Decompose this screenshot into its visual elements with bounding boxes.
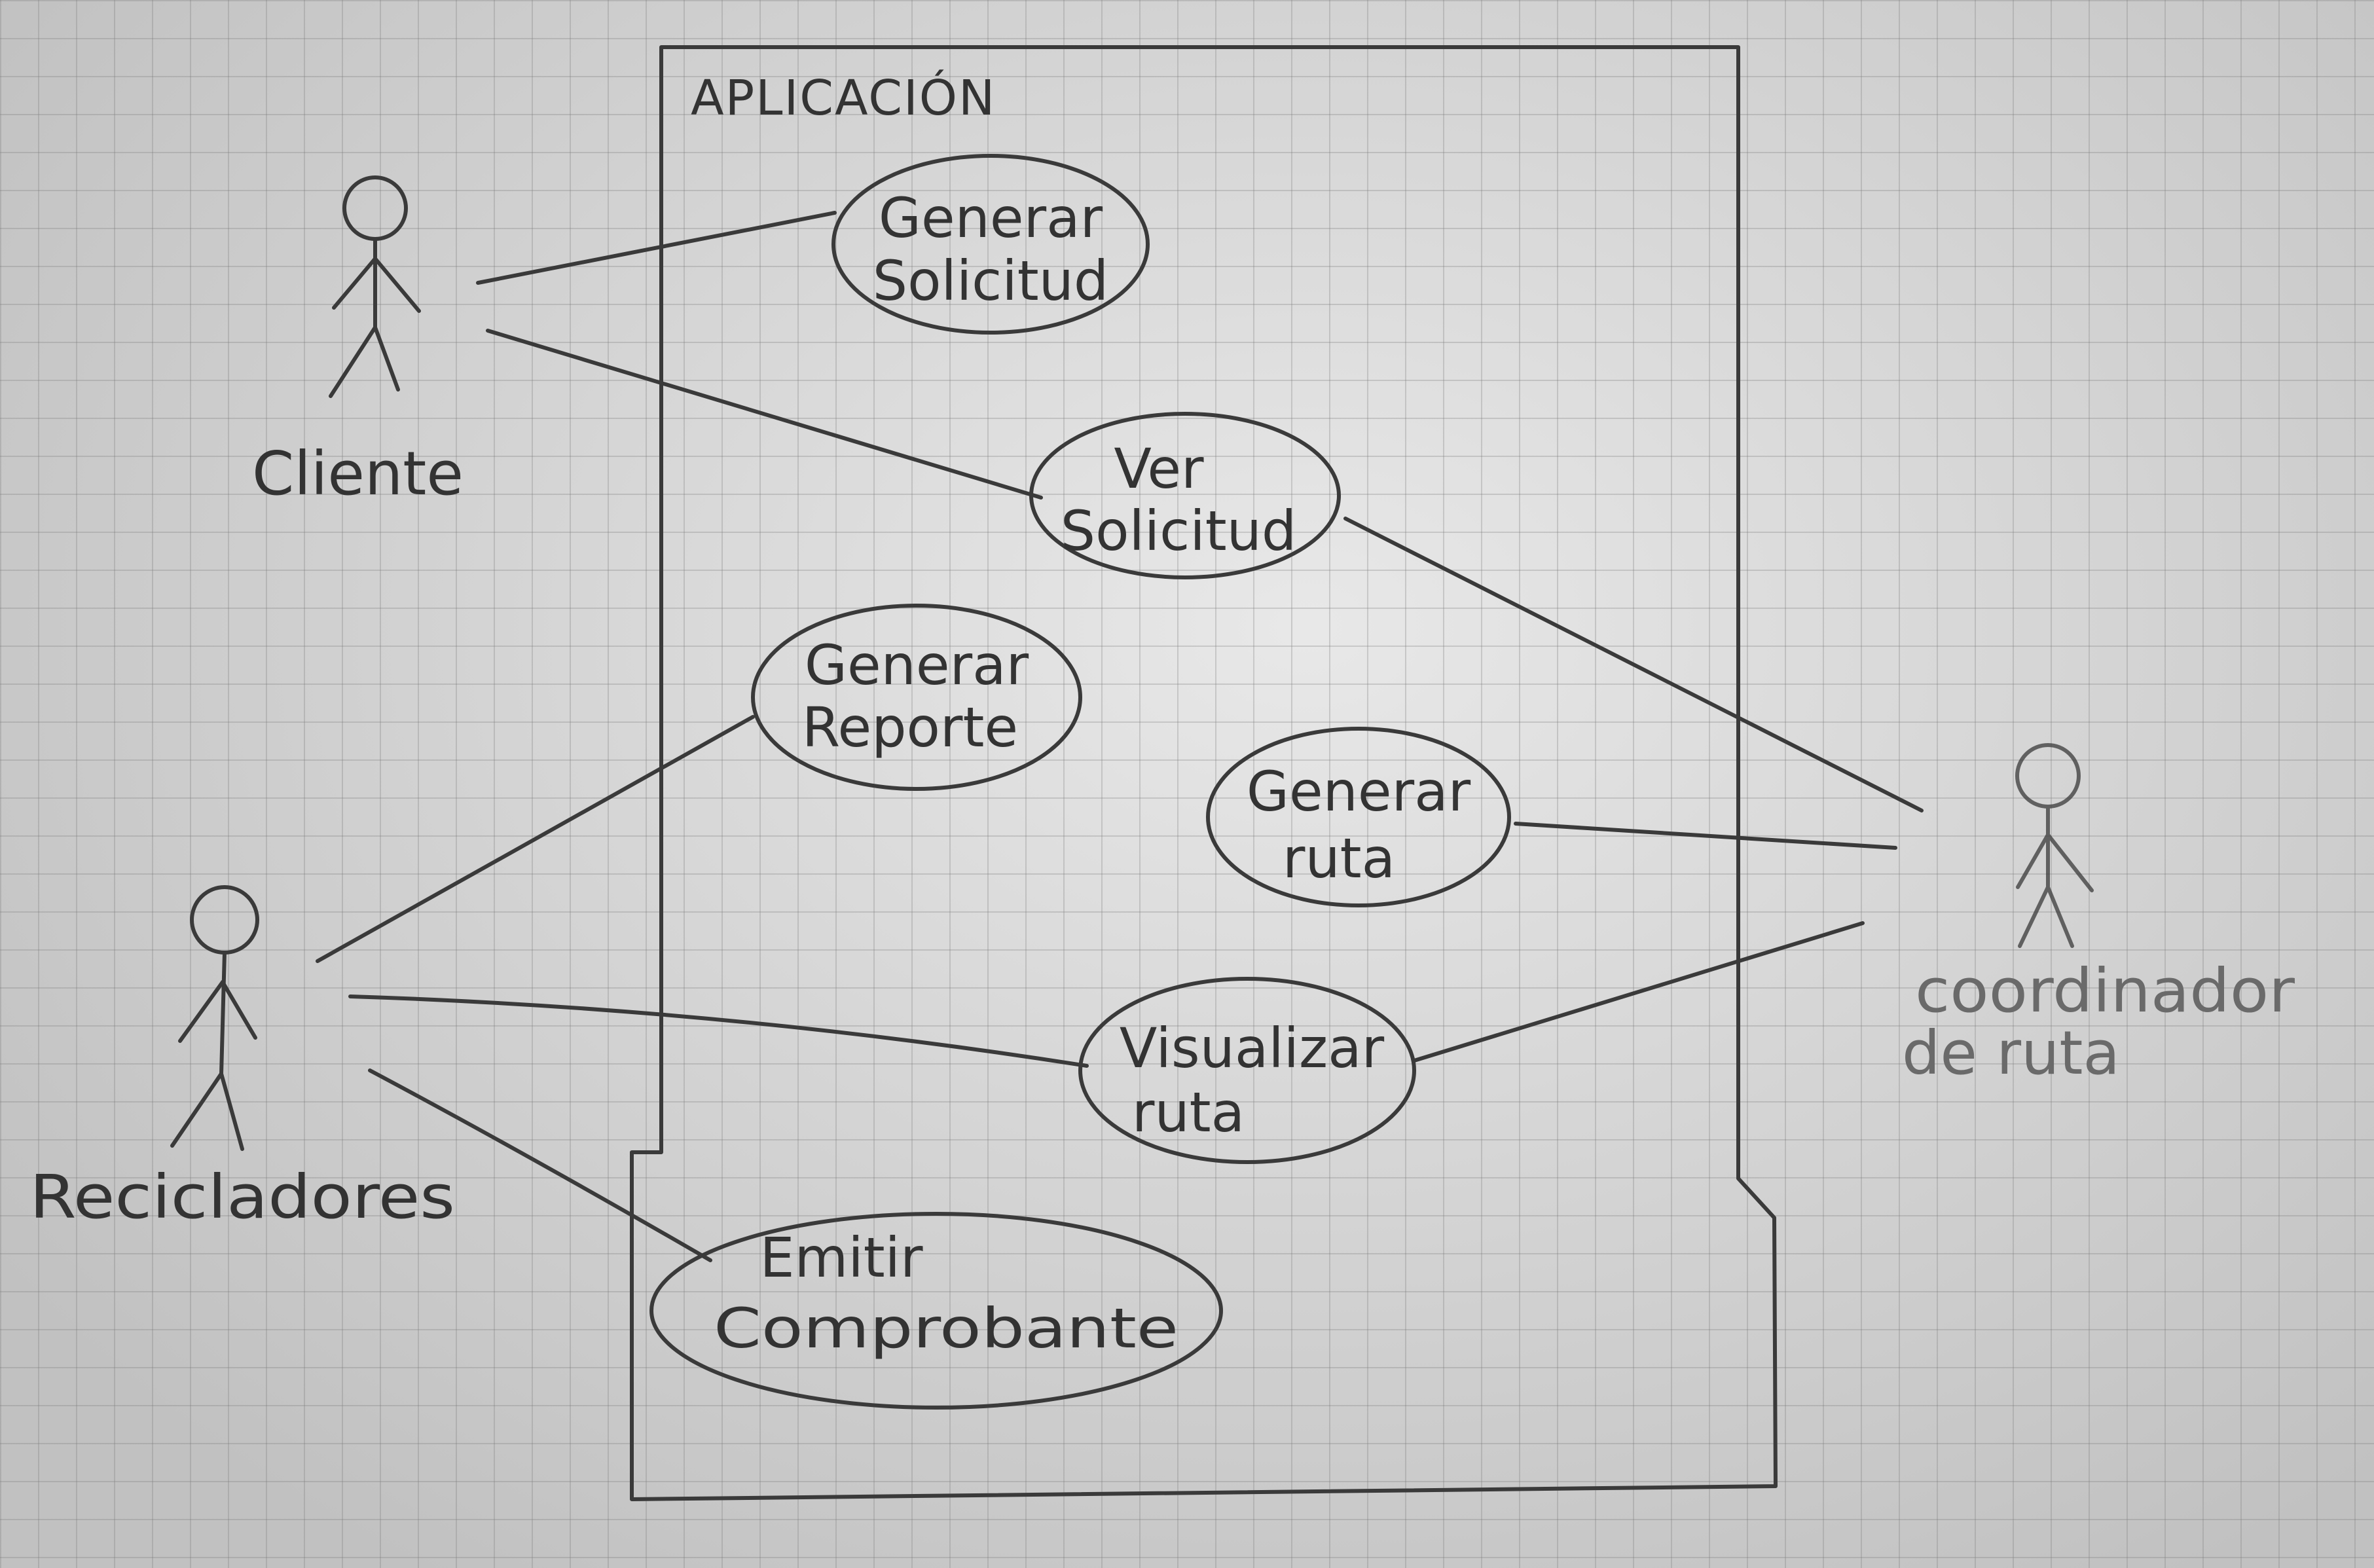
association-cliente-generar-solicitud: [476, 211, 837, 285]
use-case-generar-ruta-ellipse: [1206, 727, 1511, 907]
use-case-emitir-comprobante-line2: Comprobante: [714, 1296, 1178, 1360]
associations: [316, 211, 1924, 1262]
use-case-generar-ruta-line1: Generar: [1247, 759, 1471, 824]
use-case-visualizar-ruta-line1: Visualizar: [1120, 1016, 1385, 1080]
use-case-visualizar-ruta-line2: ruta: [1132, 1080, 1245, 1144]
association-cliente-ver-solicitud: [486, 329, 1043, 500]
system-boundary: APLICACIÓN: [630, 45, 1778, 1501]
use-case-visualizar-ruta: Visualizar ruta: [1078, 977, 1416, 1164]
use-case-generar-reporte-ellipse: [751, 604, 1082, 791]
actor-recicladores: Recicladores: [29, 885, 455, 1232]
use-case-generar-solicitud-ellipse: [831, 154, 1150, 335]
use-case-visualizar-ruta-ellipse: [1078, 977, 1416, 1164]
use-case-emitir-comprobante: Emitir Comprobante: [649, 1212, 1223, 1410]
system-boundary-outline: [630, 45, 1778, 1501]
use-case-generar-ruta: Generar ruta: [1206, 727, 1511, 907]
association-recicladores-emitir-comprobante: [368, 1068, 712, 1262]
actor-cliente-label: Cliente: [252, 439, 464, 509]
use-case-ver-solicitud-ellipse: [1029, 412, 1341, 579]
actor-cliente-figure-icon: [329, 175, 421, 398]
use-case-generar-solicitud-line1: Generar: [879, 186, 1103, 250]
use-case-generar-ruta-line2: ruta: [1283, 826, 1395, 890]
use-case-generar-reporte: Generar Reporte: [751, 604, 1082, 791]
actor-recicladores-figure-icon: [170, 885, 259, 1151]
actor-coordinador-figure-icon: [2015, 743, 2094, 948]
actor-coordinador-de-ruta: coordinador de ruta: [1902, 743, 2295, 1088]
actor-coordinador-label-line1: coordinador: [1915, 956, 2295, 1026]
use-case-generar-reporte-line1: Generar: [805, 633, 1029, 697]
association-coordinador-visualizar-ruta: [1412, 921, 1865, 1063]
use-case-emitir-comprobante-line1: Emitir: [759, 1226, 923, 1290]
association-recicladores-generar-reporte: [316, 715, 755, 963]
use-case-emitir-comprobante-ellipse: [649, 1212, 1223, 1410]
use-case-generar-solicitud-line2: Solicitud: [873, 249, 1108, 313]
actor-cliente: Cliente: [252, 175, 464, 509]
association-coordinador-generar-ruta: [1514, 822, 1897, 850]
system-title: APLICACIÓN: [691, 69, 996, 126]
actor-recicladores-label: Recicladores: [29, 1162, 455, 1232]
actor-coordinador-label-line2: de ruta: [1902, 1018, 2120, 1088]
use-case-ver-solicitud-line2: Solicitud: [1061, 499, 1296, 563]
association-recicladores-visualizar-ruta: [348, 994, 1089, 1068]
use-case-generar-reporte-line2: Reporte: [802, 695, 1018, 759]
use-case-generar-solicitud: Generar Solicitud: [831, 154, 1150, 335]
use-case-ver-solicitud-line1: Ver: [1114, 437, 1204, 501]
association-coordinador-ver-solicitud: [1343, 517, 1924, 812]
use-case-ver-solicitud: Ver Solicitud: [1029, 412, 1341, 579]
